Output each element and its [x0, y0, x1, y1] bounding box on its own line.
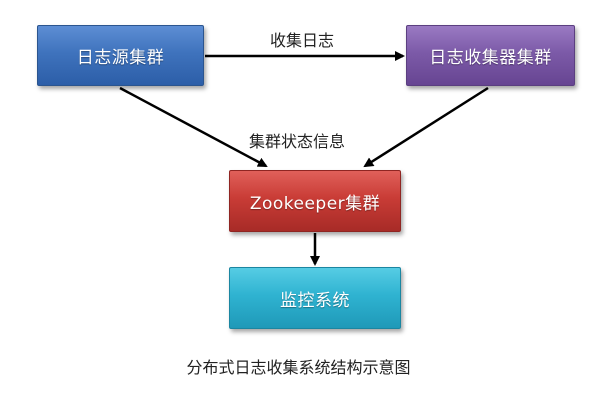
arrow-collector-to-zookeeper	[363, 86, 489, 168]
node-log-collector-cluster-label: 日志收集器集群	[429, 48, 552, 68]
node-log-source-cluster-label: 日志源集群	[76, 48, 165, 68]
node-zookeeper-cluster-label: Zookeeper集群	[249, 193, 381, 214]
node-log-collector-cluster: 日志收集器集群	[406, 25, 575, 86]
edge-label-collect-logs: 收集日志	[270, 31, 335, 50]
node-zookeeper-cluster: Zookeeper集群	[229, 170, 401, 232]
arrow-source-to-zookeeper	[119, 86, 268, 168]
node-monitoring-system: 监控系统	[229, 267, 401, 329]
node-monitoring-system-label: 监控系统	[280, 290, 350, 311]
node-log-source-cluster: 日志源集群	[37, 25, 204, 86]
edge-label-cluster-status: 集群状态信息	[249, 132, 346, 151]
diagram-caption: 分布式日志收集系统结构示意图	[186, 358, 411, 377]
